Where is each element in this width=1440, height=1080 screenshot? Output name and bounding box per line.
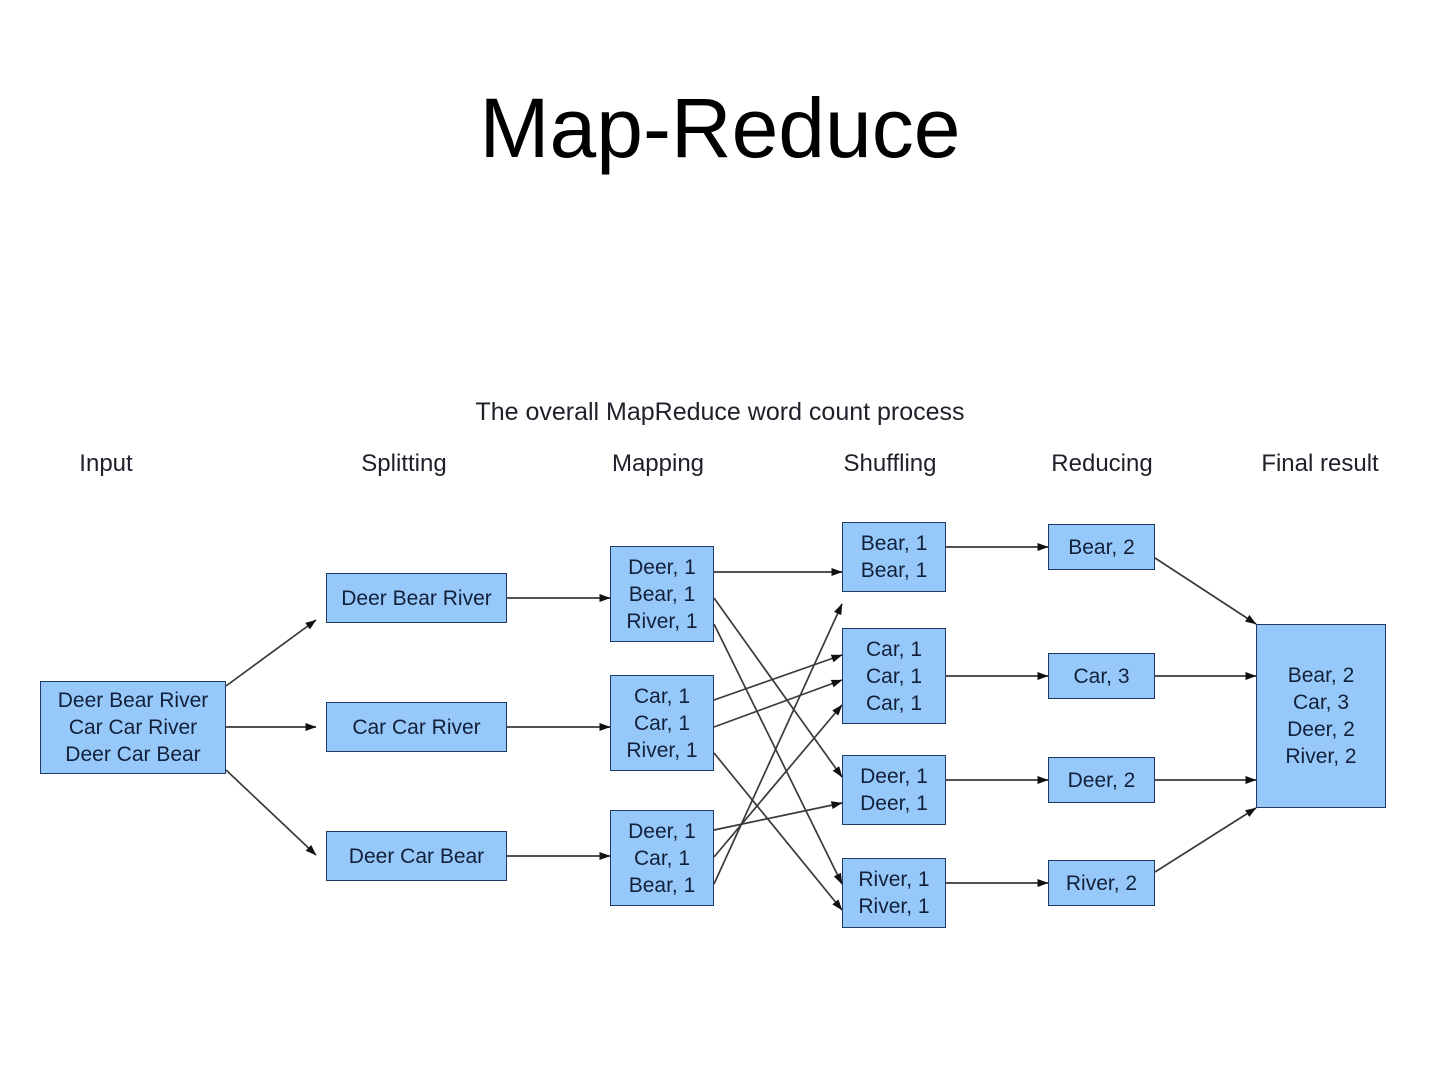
node-line: Car, 1 [633, 846, 691, 870]
node-line: Car, 1 [633, 684, 691, 708]
node-split-0[interactable]: Deer Bear River [326, 573, 507, 623]
stage-label-final-result: Final result [1261, 450, 1379, 477]
node-line: River, 1 [858, 895, 930, 918]
stage-label-splitting: Splitting [361, 450, 447, 477]
node-line: Bear, 1 [860, 532, 928, 555]
node-line: Deer, 1 [860, 765, 928, 788]
edges-input-to-splitting [225, 619, 317, 856]
page-title: Map-Reduce [479, 81, 961, 175]
node-final-result[interactable]: Bear, 2 Car, 3 Deer, 2 River, 2 [1256, 624, 1386, 808]
node-line: Bear, 2 [1287, 664, 1355, 687]
node-line: Deer Bear River [341, 586, 492, 610]
edges-mapping-to-shuffling [713, 568, 843, 911]
stage-label-reducing: Reducing [1051, 450, 1153, 477]
node-line: Deer, 1 [628, 555, 696, 579]
node-line: River, 1 [626, 738, 698, 762]
node-split-1[interactable]: Car Car River [326, 702, 507, 752]
node-line: Car Car River [68, 716, 198, 739]
node-reduce-3[interactable]: River, 2 [1048, 860, 1155, 906]
node-line: Deer, 2 [1067, 768, 1136, 792]
node-input-0[interactable]: Deer Bear River Car Car River Deer Car B… [40, 681, 226, 774]
node-reduce-0[interactable]: Bear, 2 [1048, 524, 1155, 570]
node-line: Bear, 2 [1068, 535, 1135, 559]
node-line: Bear, 1 [860, 559, 928, 582]
edges-shuffling-to-reducing [946, 543, 1049, 887]
node-line: Deer Bear River [57, 689, 209, 712]
node-line: Deer, 1 [628, 819, 696, 843]
node-line: Car, 3 [1292, 691, 1350, 714]
node-shuffle-1[interactable]: Car, 1 Car, 1 Car, 1 [842, 628, 946, 724]
edges-splitting-to-mapping [507, 594, 611, 860]
node-reduce-2[interactable]: Deer, 2 [1048, 757, 1155, 803]
node-line: Car, 3 [1073, 664, 1130, 688]
stage-label-input: Input [79, 450, 133, 477]
node-shuffle-0[interactable]: Bear, 1 Bear, 1 [842, 522, 946, 592]
node-line: Bear, 1 [628, 873, 696, 897]
node-line: Bear, 1 [628, 582, 696, 606]
node-line: Car, 1 [865, 691, 923, 715]
node-line: River, 1 [626, 609, 698, 633]
diagram-subtitle: The overall MapReduce word count process [475, 398, 965, 426]
node-line: Car Car River [352, 715, 481, 739]
edges-reducing-to-final-result [1154, 557, 1257, 873]
node-line: Car, 1 [865, 637, 923, 661]
node-map-0[interactable]: Deer, 1 Bear, 1 River, 1 [610, 546, 714, 642]
node-map-1[interactable]: Car, 1 Car, 1 River, 1 [610, 675, 714, 771]
node-line: River, 2 [1285, 745, 1357, 768]
stage-label-shuffling: Shuffling [843, 450, 937, 477]
node-reduce-1[interactable]: Car, 3 [1048, 653, 1155, 699]
node-map-2[interactable]: Deer, 1 Car, 1 Bear, 1 [610, 810, 714, 906]
node-line: Car, 1 [633, 711, 691, 735]
node-line: Deer Car Bear [65, 743, 201, 766]
node-line: Car, 1 [865, 664, 923, 688]
node-line: Deer, 1 [860, 792, 928, 815]
node-line: River, 1 [858, 868, 930, 891]
node-line: River, 2 [1065, 871, 1138, 895]
node-line: Deer, 2 [1287, 718, 1355, 741]
stage-label-mapping: Mapping [611, 450, 705, 477]
node-split-2[interactable]: Deer Car Bear [326, 831, 507, 881]
node-shuffle-3[interactable]: River, 1 River, 1 [842, 858, 946, 928]
node-line: Deer Car Bear [348, 844, 485, 868]
node-shuffle-2[interactable]: Deer, 1 Deer, 1 [842, 755, 946, 825]
